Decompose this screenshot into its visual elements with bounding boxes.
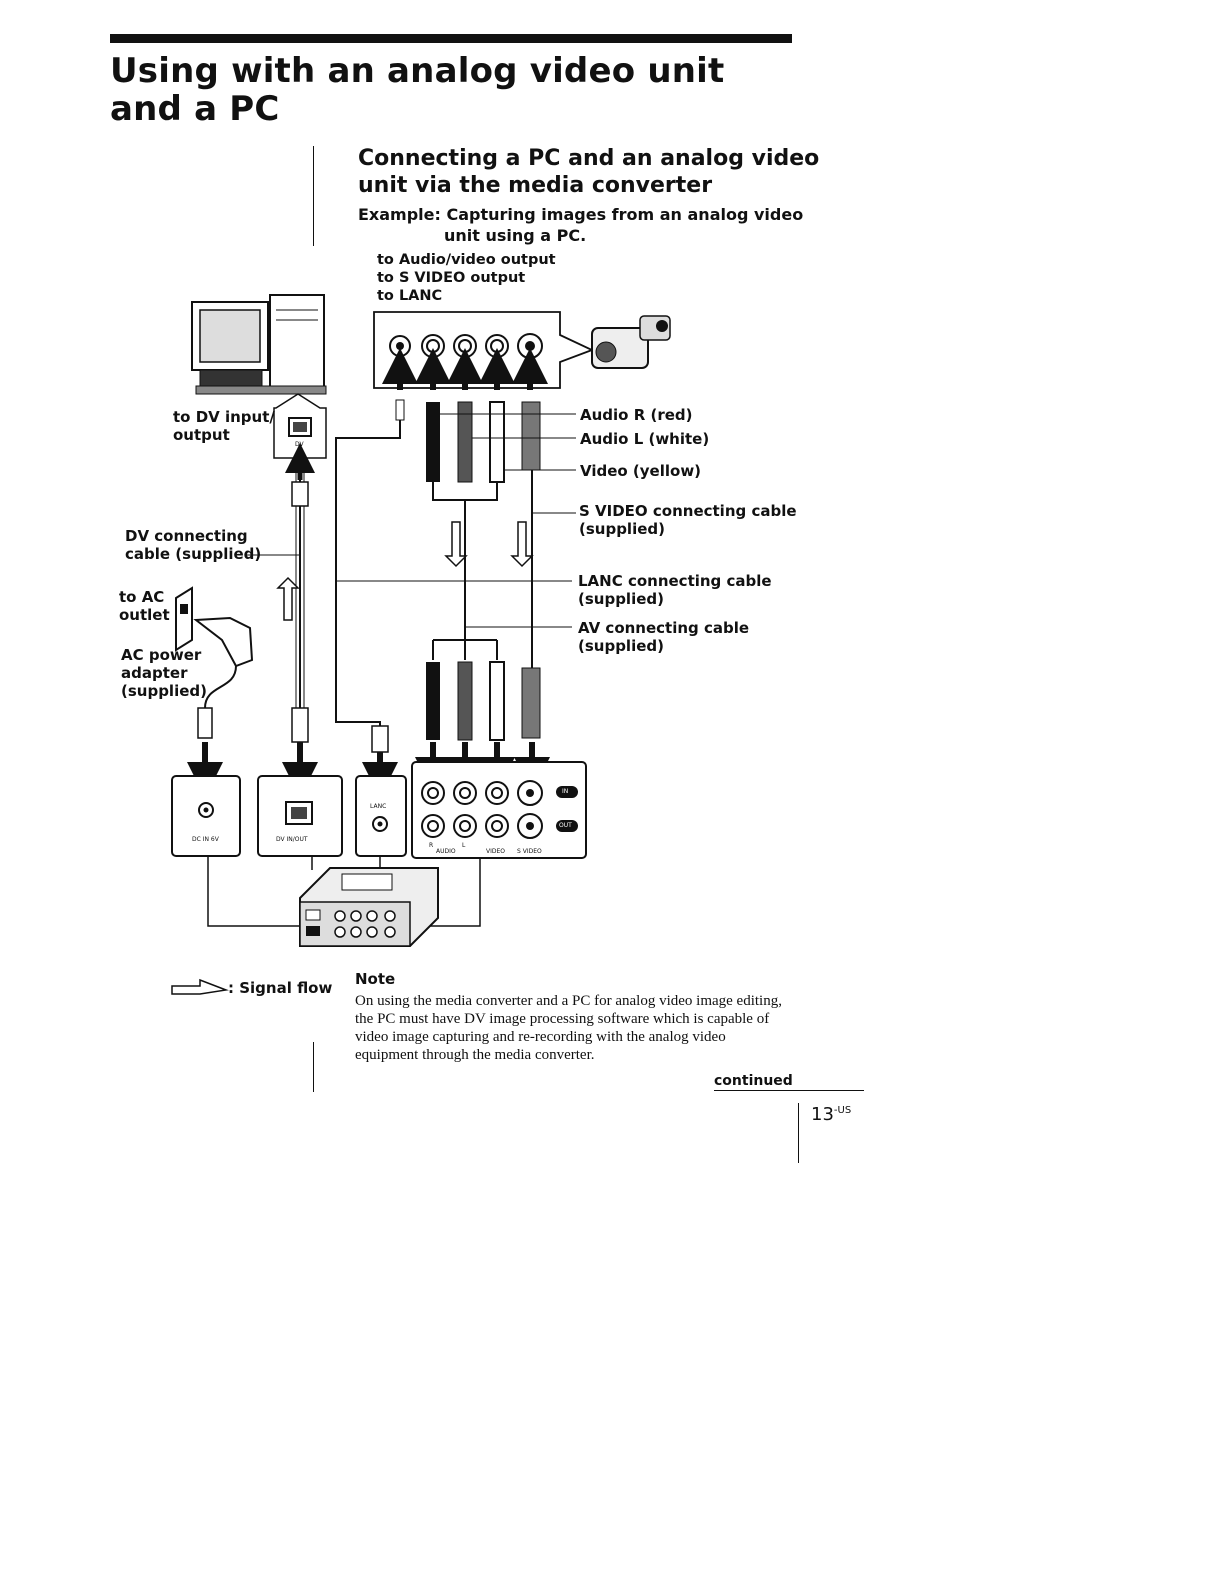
port-label-l: L bbox=[462, 842, 466, 849]
port-label-lanc: LANC bbox=[370, 803, 387, 810]
page-number-rule bbox=[798, 1103, 799, 1163]
label-to-ac: to AC outlet bbox=[119, 588, 170, 624]
pc-dv-port-callout bbox=[273, 393, 327, 459]
page-title-line-2: and a PC bbox=[110, 89, 280, 129]
label-s-video-cable: S VIDEO connecting cable (supplied) bbox=[579, 502, 797, 538]
top-plug-bundle bbox=[335, 399, 541, 748]
label-to-ac-line-1: to AC bbox=[119, 588, 165, 606]
column-rule-bottom bbox=[313, 1042, 314, 1092]
continued-label: continued bbox=[714, 1073, 793, 1089]
label-ac-adapter-line-2: adapter bbox=[121, 664, 188, 682]
note-body: On using the media converter and a PC fo… bbox=[355, 993, 782, 1063]
signal-flow-legend-icon bbox=[171, 978, 229, 995]
label-ac-adapter-line-3: (supplied) bbox=[121, 682, 207, 700]
port-label-video: VIDEO bbox=[486, 848, 506, 855]
page-number: 13-US bbox=[811, 1104, 851, 1125]
leader-lines bbox=[246, 413, 576, 628]
media-converter-icon bbox=[207, 856, 481, 947]
page-number-value: 13 bbox=[811, 1104, 834, 1125]
example-text-line-1: Capturing images from an analog video bbox=[446, 205, 804, 224]
dv-plugs bbox=[282, 443, 318, 798]
label-dv-cable-line-1: DV connecting bbox=[125, 527, 248, 545]
converter-panels bbox=[171, 761, 587, 859]
column-rule-top bbox=[313, 146, 314, 246]
label-to-dv-line-1: to DV input/ bbox=[173, 408, 275, 426]
label-av-cable-line-2: (supplied) bbox=[578, 637, 664, 655]
label-to-s-video: to S VIDEO output bbox=[377, 270, 526, 286]
port-label-dc-in: DC IN 6V bbox=[192, 836, 219, 843]
bottom-plug-bundle bbox=[415, 661, 550, 793]
example-caption: Example: Capturing images from an analog… bbox=[358, 204, 803, 246]
label-dv-cable: DV connecting cable (supplied) bbox=[125, 527, 261, 563]
section-title-line-2: unit via the media converter bbox=[358, 173, 713, 198]
label-s-video-cable-line-1: S VIDEO connecting cable bbox=[579, 502, 797, 520]
port-label-in: IN bbox=[562, 788, 569, 795]
port-label-out: OUT bbox=[559, 822, 572, 829]
signal-flow-legend: : Signal flow bbox=[228, 979, 333, 997]
label-s-video-cable-line-2: (supplied) bbox=[579, 520, 665, 538]
continued-rule bbox=[714, 1090, 864, 1091]
label-lanc-cable: LANC connecting cable (supplied) bbox=[578, 572, 772, 608]
header-rule bbox=[110, 34, 792, 43]
label-ac-adapter-line-1: AC power bbox=[121, 646, 202, 664]
label-to-dv-line-2: output bbox=[173, 426, 230, 444]
label-lanc-cable-line-2: (supplied) bbox=[578, 590, 664, 608]
lanc-plug-bottom bbox=[362, 725, 398, 798]
port-label-r: R bbox=[429, 842, 434, 849]
page-number-suffix: -US bbox=[833, 1105, 852, 1116]
signal-flow-arrows bbox=[276, 521, 534, 621]
label-video-yellow: Video (yellow) bbox=[580, 462, 702, 480]
port-label-dv: DV bbox=[295, 441, 304, 448]
camcorder-icon bbox=[591, 315, 671, 369]
label-lanc-cable-line-1: LANC connecting cable bbox=[578, 572, 772, 590]
port-label-audio: AUDIO bbox=[436, 848, 456, 855]
port-label-dv-inout: DV IN/OUT bbox=[276, 836, 308, 843]
pc-icon bbox=[191, 294, 327, 395]
label-to-ac-line-2: outlet bbox=[119, 606, 170, 624]
label-to-audio-video: to Audio/video output bbox=[377, 252, 556, 268]
label-av-cable-line-1: AV connecting cable bbox=[578, 619, 750, 637]
page-title: Using with an analog video unit and a PC bbox=[110, 52, 724, 128]
label-audio-r: Audio R (red) bbox=[580, 406, 693, 424]
port-label-svideo: S VIDEO bbox=[517, 848, 542, 855]
section-title: Connecting a PC and an analog video unit… bbox=[358, 145, 819, 199]
note-title: Note bbox=[355, 970, 396, 988]
example-text-line-2: unit using a PC. bbox=[444, 226, 587, 245]
ac-adapter-icon bbox=[175, 586, 254, 798]
label-to-lanc: to LANC bbox=[377, 288, 443, 304]
example-label: Example: bbox=[358, 205, 441, 224]
page-title-line-1: Using with an analog video unit bbox=[110, 51, 725, 91]
label-av-cable: AV connecting cable (supplied) bbox=[578, 619, 749, 655]
label-ac-adapter: AC power adapter (supplied) bbox=[121, 646, 207, 700]
camcorder-jack-panel bbox=[373, 311, 595, 390]
section-title-line-1: Connecting a PC and an analog video bbox=[358, 146, 820, 171]
label-audio-l: Audio L (white) bbox=[580, 430, 710, 448]
label-to-dv: to DV input/ output bbox=[173, 408, 275, 444]
label-dv-cable-line-2: cable (supplied) bbox=[125, 545, 262, 563]
